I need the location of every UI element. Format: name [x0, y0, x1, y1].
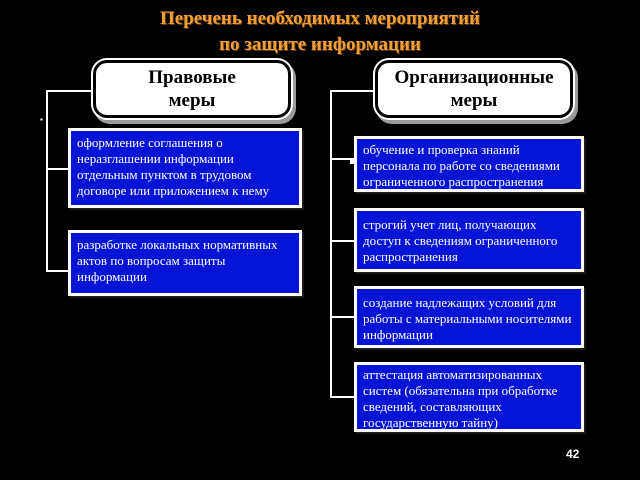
org-item-text: создание надлежащих условий для работы с… [363, 295, 572, 342]
legal-connector-vertical [46, 90, 48, 272]
legal-connector-mark: ▪ [40, 115, 43, 124]
legal-measures-header: Правовые меры [93, 60, 291, 118]
legal-connector-top [46, 90, 93, 92]
org-item-certification: аттестация автоматизированных систем (об… [354, 362, 584, 432]
org-item-text: обучение и проверка знаний персонала по … [363, 142, 560, 189]
title-line-1: Перечень необходимых мероприятий [159, 8, 480, 29]
org-connector-branch-1 [330, 158, 354, 160]
org-connector-top [330, 90, 375, 92]
title-line-2: по защите информации [219, 34, 421, 55]
org-item-text: строгий учет лиц, получающих доступ к св… [363, 217, 558, 264]
page-number: 42 [566, 447, 580, 461]
org-connector-branch-3 [330, 316, 354, 318]
legal-connector-branch-2 [46, 270, 68, 272]
org-item-text: аттестация автоматизированных систем (об… [363, 367, 558, 430]
org-connector-branch-2 [330, 240, 354, 242]
legal-item-text: разработке локальных нормативных актов п… [77, 237, 278, 284]
organizational-measures-header: Организационные меры [375, 60, 573, 118]
org-connector-vertical [330, 90, 332, 398]
org-item-access-records: строгий учет лиц, получающих доступ к св… [354, 208, 584, 272]
org-header-line-1: Организационные [394, 67, 554, 88]
legal-connector-branch-1 [46, 168, 68, 170]
legal-header-line-2: меры [168, 90, 216, 111]
org-item-media-conditions: создание надлежащих условий для работы с… [354, 286, 584, 348]
legal-item-local-acts: разработке локальных нормативных актов п… [68, 230, 302, 296]
org-item-training: обучение и проверка знаний персонала по … [354, 136, 584, 192]
org-header-line-2: меры [450, 90, 498, 111]
legal-item-text: оформление соглашения о неразглашении ин… [77, 135, 270, 198]
org-connector-branch-4 [330, 396, 354, 398]
page-title: Перечень необходимых мероприятий по защи… [0, 6, 640, 58]
legal-header-line-1: Правовые [148, 67, 236, 88]
legal-item-nda-agreement: оформление соглашения о неразглашении ин… [68, 128, 302, 208]
org-connector-node [350, 160, 354, 164]
